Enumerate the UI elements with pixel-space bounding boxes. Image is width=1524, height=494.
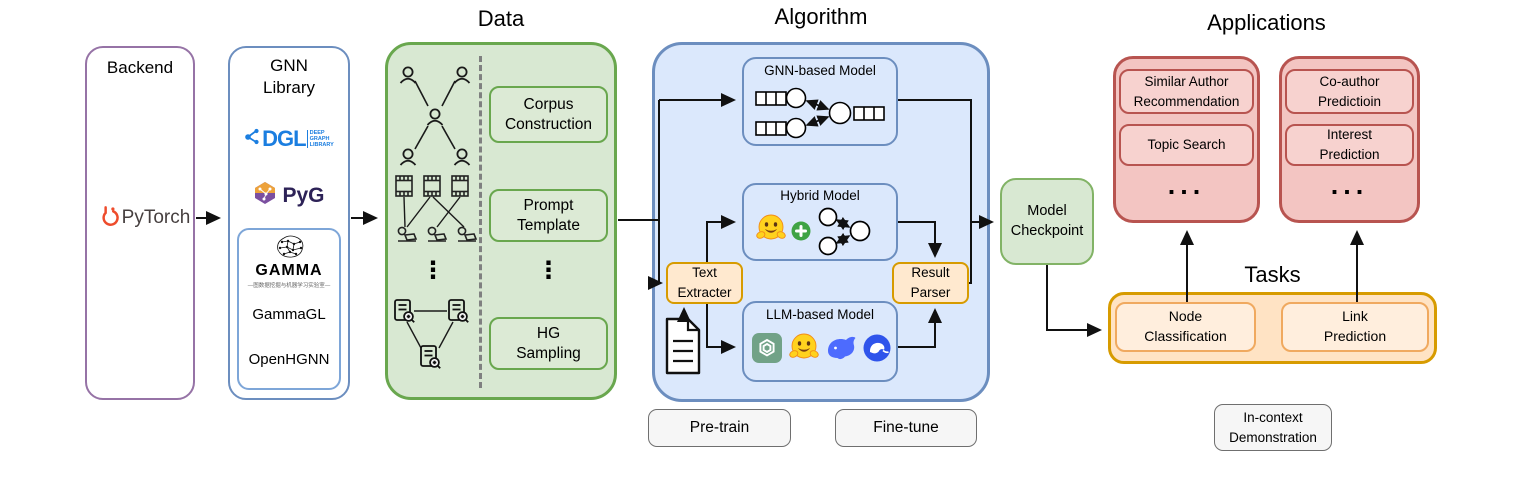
model-checkpoint-box: Model Checkpoint: [1000, 178, 1094, 265]
node-classification-box: Node Classification: [1115, 302, 1256, 352]
topic-search-box: Topic Search: [1119, 124, 1254, 166]
pytorch-logo: PyTorch: [88, 205, 200, 231]
hg-sampling-box: HG Sampling: [489, 317, 608, 370]
pyg-wordmark: PyG: [282, 183, 325, 207]
chatglm-icon: [863, 334, 891, 362]
pre-train-label-box: Pre-train: [648, 409, 791, 447]
deepseek-whale-icon: [828, 336, 856, 360]
similar-author-recommendation-box: Similar Author Recommendation: [1119, 69, 1254, 114]
gamma-lab-box: [237, 228, 341, 390]
gnn-library-title: GNN Library: [263, 56, 315, 98]
in-context-demonstration-box: In-context Demonstration: [1214, 404, 1332, 451]
gamma-wordmark: GAMMA: [255, 262, 323, 279]
dgl-wordmark: DGL: [262, 126, 306, 151]
data-section-title: Data: [477, 6, 525, 31]
hybrid-model-diagram: [755, 207, 871, 256]
hybrid-model-box: Hybrid Model: [742, 183, 898, 261]
openhgnn-label: OpenHGNN: [248, 351, 330, 368]
backend-section-box: [85, 46, 195, 400]
pytorch-flame-icon: [98, 205, 119, 231]
gammagl-label: GammaGL: [252, 306, 326, 323]
dgl-logo: DGL DEEP GRAPH LIBRARY: [232, 126, 346, 152]
document-icon: [664, 316, 704, 381]
prompt-template-box: Prompt Template: [489, 189, 608, 242]
gnn-based-model-box: GNN-based Model: [742, 57, 898, 146]
corpus-construction-box: Corpus Construction: [489, 86, 608, 143]
applications-section-title: Applications: [1207, 10, 1326, 35]
dashed-divider: [479, 56, 482, 388]
result-parser-box: Result Parser: [892, 262, 969, 304]
pyg-logo: PyG: [232, 181, 346, 210]
plus-icon: [791, 221, 811, 241]
backend-title: Backend: [106, 58, 174, 77]
gamma-brain-icon: [272, 232, 308, 267]
application-group-2-ellipsis: ...: [1330, 170, 1369, 200]
gnn-based-model-label: GNN-based Model: [764, 63, 876, 78]
dgl-graph-icon: [244, 127, 261, 151]
text-extracter-box: Text Extracter: [666, 262, 743, 304]
hybrid-model-label: Hybrid Model: [780, 188, 860, 203]
pytorch-label: PyTorch: [121, 207, 191, 228]
tasks-section-title: Tasks: [1244, 262, 1301, 287]
gnn-model-diagram: [755, 87, 885, 139]
application-group-1-ellipsis: ...: [1167, 170, 1206, 200]
llm-based-model-label: LLM-based Model: [765, 307, 875, 322]
gamma-subtitle: —图数据挖掘与机器学习实验室—: [247, 283, 331, 289]
llm-logos-row: [752, 333, 891, 363]
dgl-subtitle: DEEP GRAPH LIBRARY: [306, 129, 334, 149]
ellipsis-left: ⋮: [421, 257, 445, 284]
pyg-hexagon-icon: [253, 181, 277, 210]
fine-tune-label-box: Fine-tune: [835, 409, 977, 447]
interest-prediction-box: Interest Prediction: [1285, 124, 1414, 166]
link-prediction-box: Link Prediction: [1281, 302, 1429, 352]
algorithm-section-title: Algorithm: [774, 4, 868, 29]
co-author-prediction-box: Co-author Predictioin: [1285, 69, 1414, 114]
openai-icon: [752, 333, 782, 363]
huggingface-icon: [788, 333, 820, 359]
ellipsis-right: ⋮: [536, 257, 561, 284]
llm-based-model-box: LLM-based Model: [742, 301, 898, 382]
